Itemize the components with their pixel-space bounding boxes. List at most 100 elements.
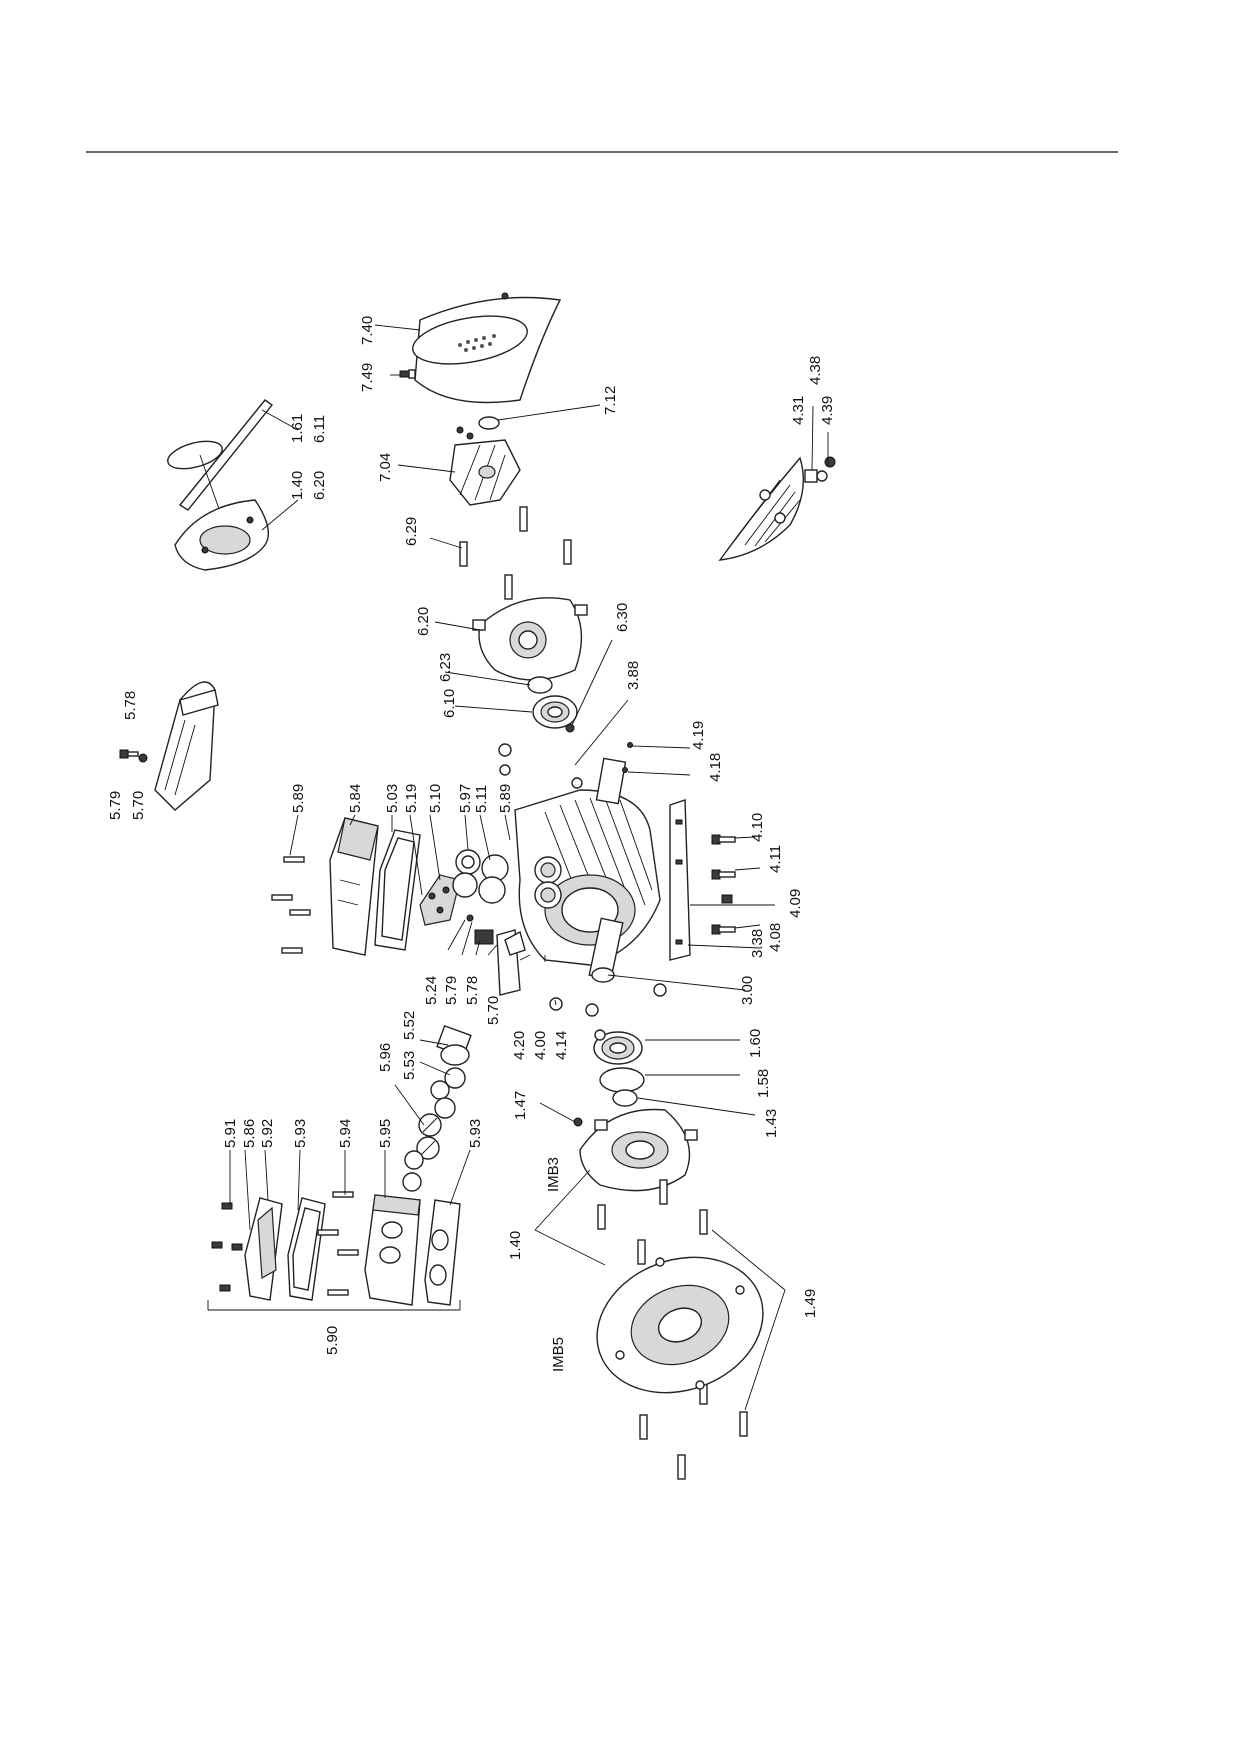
label-3-38: 3.38 — [749, 929, 766, 958]
label-4-18: 4.18 — [707, 753, 724, 782]
label-1-60: 1.60 — [747, 1029, 764, 1058]
box-body-5-95 — [364, 1194, 421, 1306]
label-5-52: 5.52 — [401, 1011, 418, 1040]
label-5-93-b: 5.93 — [467, 1119, 484, 1148]
box-cover-5-84 — [329, 817, 379, 956]
label-imb3: IMB3 — [545, 1157, 562, 1192]
label-7-12: 7.12 — [602, 386, 619, 415]
label-7-40: 7.40 — [359, 316, 376, 345]
seal-6-23 — [527, 676, 553, 694]
cable-gland-5-52 — [436, 1024, 472, 1066]
label-6-20-top: 6.20 — [311, 471, 328, 500]
label-6-10: 6.10 — [441, 689, 458, 718]
flange-imb5 — [596, 1256, 764, 1394]
endshield-imb3 — [579, 1108, 698, 1192]
label-5-78-top: 5.78 — [122, 691, 139, 720]
label-4-20: 4.20 — [511, 1031, 528, 1060]
label-5-96: 5.96 — [377, 1043, 394, 1072]
label-7-04: 7.04 — [377, 453, 394, 482]
plugs-5-96 — [402, 1113, 442, 1192]
label-1-43: 1.43 — [763, 1109, 780, 1138]
gasket-5-93-a — [287, 1197, 326, 1301]
label-4-19: 4.19 — [690, 721, 707, 750]
o-rings-5-53 — [430, 1067, 466, 1119]
foot-bolts — [711, 834, 736, 935]
bearing-1-60 — [593, 1029, 643, 1065]
label-6-23: 6.23 — [437, 653, 454, 682]
box-lid-5-92 — [244, 1197, 283, 1301]
screw-7-49 — [399, 369, 416, 379]
motor-housing-4-00 — [514, 789, 661, 966]
leader-lines — [229, 324, 829, 1411]
screw-5-79-a — [119, 749, 148, 763]
label-4-09: 4.09 — [787, 889, 804, 918]
label-5-19: 5.19 — [403, 784, 420, 813]
label-5-90: 5.90 — [324, 1326, 341, 1355]
label-6-11: 6.11 — [311, 415, 328, 443]
label-5-70-top: 5.70 — [130, 791, 147, 820]
terminal-block-4-20 — [496, 929, 526, 996]
fan-cowl — [412, 292, 562, 404]
label-4-14: 4.14 — [553, 1031, 570, 1060]
grease-1-47 — [573, 1117, 583, 1127]
label-5-70: 5.70 — [485, 996, 502, 1025]
gasket-5-03 — [374, 829, 421, 951]
gasket-5-93-b — [424, 1199, 461, 1306]
label-5-24: 5.24 — [423, 976, 440, 1005]
label-5-78: 5.78 — [464, 976, 481, 1005]
label-6-30: 6.30 — [614, 603, 631, 632]
label-1-40: 1.40 — [507, 1231, 524, 1260]
strap-assembly — [167, 399, 274, 541]
label-5-79: 5.79 — [443, 976, 460, 1005]
label-4-00: 4.00 — [532, 1031, 549, 1060]
terminal-cover-right — [718, 456, 805, 561]
label-4-11: 4.11 — [767, 845, 784, 873]
label-1-58: 1.58 — [755, 1069, 772, 1098]
label-5-03: 5.03 — [384, 784, 401, 813]
fan-7-04 — [449, 439, 521, 506]
label-6-29: 6.29 — [403, 517, 420, 546]
label-5-89-right: 5.89 — [497, 784, 514, 813]
label-5-11: 5.11 — [473, 785, 490, 813]
gland-4-38 — [804, 456, 836, 483]
foot-4-09 — [669, 799, 691, 961]
label-5-91: 5.91 — [222, 1119, 239, 1148]
nuts-4-14 — [498, 743, 667, 1017]
label-1-40-top: 1.40 — [289, 471, 306, 500]
label-5-93-a: 5.93 — [292, 1119, 309, 1148]
bolts-1-49 — [597, 1179, 748, 1480]
label-4-10: 4.10 — [749, 813, 766, 842]
ring-1-58 — [599, 1067, 645, 1093]
terminal-board — [419, 874, 461, 926]
endshield-top-left — [174, 499, 269, 571]
label-7-49: 7.49 — [359, 363, 376, 392]
nameplate-4-18 — [571, 742, 633, 805]
label-4-08: 4.08 — [767, 923, 784, 952]
bracket-5-90 — [207, 1300, 461, 1311]
bearing-6-10 — [532, 695, 578, 729]
label-5-79-top: 5.79 — [107, 791, 124, 820]
label-5-86: 5.86 — [241, 1119, 258, 1148]
label-5-94: 5.94 — [337, 1119, 354, 1148]
shaft-3-00 — [588, 917, 624, 983]
part-labels: 7.40 7.49 7.12 7.04 1.61 6.11 1.40 6.20 … — [107, 316, 836, 1372]
label-5-53: 5.53 — [401, 1051, 418, 1080]
bolts-6-29 — [459, 506, 572, 600]
label-1-47: 1.47 — [512, 1091, 529, 1120]
box-screws — [211, 1191, 359, 1296]
label-4-38: 4.38 — [807, 356, 824, 385]
label-6-20: 6.20 — [415, 607, 432, 636]
label-1-61: 1.61 — [289, 414, 306, 443]
seals-5-97-5-11 — [452, 849, 509, 904]
label-4-39: 4.39 — [819, 396, 836, 425]
circlip-7-12 — [456, 416, 500, 440]
label-5-92: 5.92 — [259, 1119, 276, 1148]
label-4-31: 4.31 — [790, 396, 807, 425]
ring-1-43 — [612, 1089, 638, 1107]
label-imb5: IMB5 — [550, 1337, 567, 1372]
label-5-84: 5.84 — [347, 784, 364, 813]
label-5-95: 5.95 — [377, 1119, 394, 1148]
cover-bolts-5-89 — [271, 856, 311, 954]
